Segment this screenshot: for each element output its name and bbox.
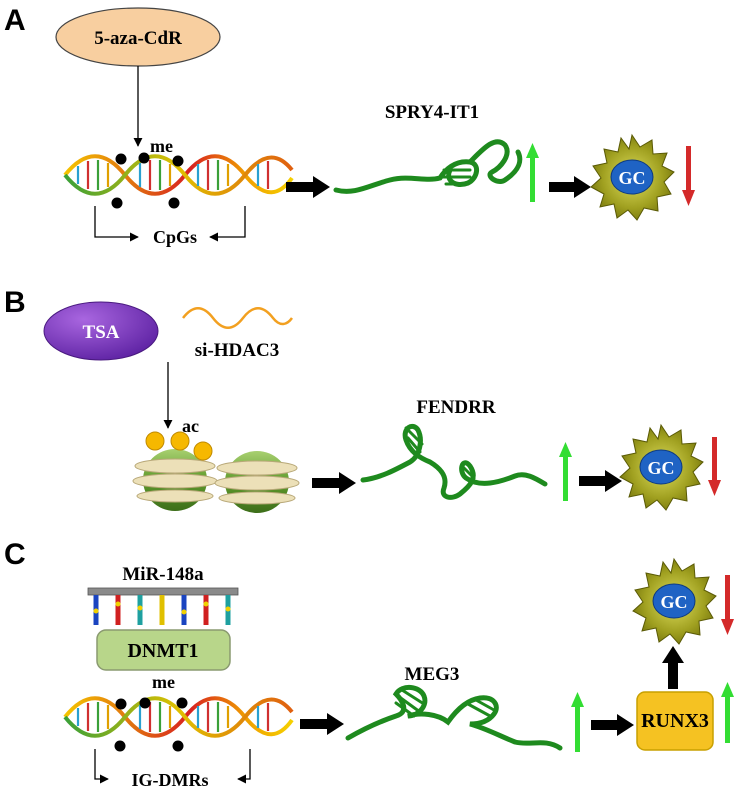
dnmt1-label: DNMT1 <box>127 640 198 662</box>
gc-c-down-arrow <box>721 575 734 635</box>
panel-b-letter: B <box>4 286 26 319</box>
lncrna-to-gc-arrow-b <box>579 470 622 492</box>
ig-dmrs-label: IG-DMRs <box>132 770 209 790</box>
lncrna-meg3-strand <box>345 685 563 751</box>
gc-label-a: GC <box>619 168 646 188</box>
runx3-up-arrow <box>721 682 734 743</box>
lncrna-meg3-label: MEG3 <box>405 664 460 685</box>
acetylation-mark-label: ac <box>182 416 199 436</box>
gc-a-down-arrow <box>682 146 695 206</box>
lncrna-to-gc-arrow <box>549 176 591 198</box>
nucleosome-1 <box>132 449 218 511</box>
dna-to-lncrna-arrow-c <box>300 713 344 735</box>
methylation-mark-label-c: me <box>152 672 175 692</box>
gc-badge-a: GC <box>590 133 675 221</box>
dna-helix <box>63 154 294 196</box>
si-hdac3-label: si-HDAC3 <box>195 340 279 361</box>
panel-a: A 5-aza-CdR me CpGs <box>4 4 695 247</box>
ig-dmrs-bracket <box>94 749 251 784</box>
dnmt1-box <box>96 629 231 671</box>
lncrna-fendrr-label: FENDRR <box>416 397 495 418</box>
chromatin-to-lncrna-arrow <box>312 472 356 494</box>
runx3-box <box>636 691 714 751</box>
gc-b-down-arrow <box>708 437 721 496</box>
methyl-groups-c <box>114 697 188 752</box>
gc-badge-b: GC <box>619 423 704 511</box>
dna-to-lncrna-arrow <box>286 176 330 198</box>
fendrr-up-arrow <box>559 442 572 501</box>
methylation-mark-label: me <box>150 136 173 156</box>
nucleosome-2 <box>214 451 300 513</box>
cpgs-bracket <box>94 206 246 242</box>
drug-tsa-oval <box>43 301 159 361</box>
spry4-it1-up-arrow <box>526 143 539 202</box>
panel-a-letter: A <box>4 4 26 37</box>
gc-label-c: GC <box>661 592 688 612</box>
cpgs-label: CpGs <box>153 227 197 247</box>
panel-b: B TSA si-HDAC3 ac FENDRR <box>4 286 721 513</box>
panel-c-letter: C <box>4 538 26 571</box>
lncrna-fendrr-strand <box>360 423 548 500</box>
acetyl-groups <box>145 431 213 461</box>
meg3-up-arrow <box>571 692 584 752</box>
runx3-label: RUNX3 <box>641 710 709 732</box>
mir-148a-label: MiR-148a <box>122 564 204 585</box>
dna-helix-c <box>63 696 294 738</box>
drug-tsa-label: TSA <box>83 322 120 343</box>
meg3-to-runx3-arrow <box>591 714 634 736</box>
panel-c: C MiR-148a DNMT1 me <box>4 538 734 790</box>
runx3-to-gc-arrow <box>662 646 684 689</box>
lncrna-spry4-it1-label: SPRY4-IT1 <box>385 102 479 123</box>
methyl-groups <box>111 152 184 209</box>
drug-5-aza-cdr-label: 5-aza-CdR <box>94 28 182 49</box>
si-hdac3-rna-wave <box>182 307 294 329</box>
lncrna-spry4-it1-strand <box>333 139 523 194</box>
gc-badge-c: GC <box>632 557 717 645</box>
nucleosomes <box>132 449 300 513</box>
mir-148a-structure <box>87 587 239 625</box>
gc-label-b: GC <box>648 458 675 478</box>
